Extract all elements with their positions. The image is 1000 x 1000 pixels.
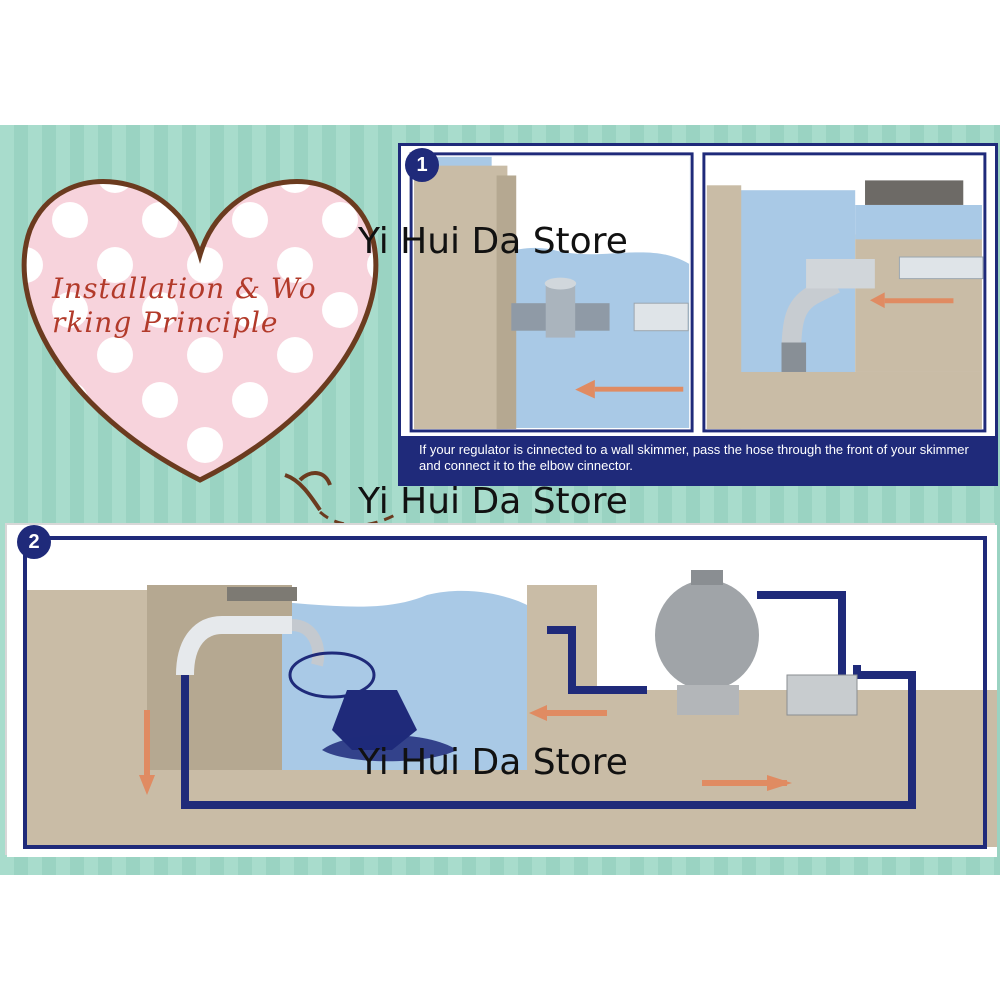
store-watermark: Yi Hui Da Store: [358, 742, 628, 783]
store-watermark: Yi Hui Da Store: [358, 221, 628, 262]
heart-title-text: Installation & Working Principle: [52, 272, 317, 339]
working-principle-step-2-panel: 2: [5, 523, 997, 857]
step-1-caption: If your regulator is cinnected to a wall…: [401, 436, 995, 486]
step-1-illustration: [409, 152, 987, 433]
step-2-badge: 2: [17, 525, 51, 559]
store-watermark: Yi Hui Da Store: [358, 481, 628, 522]
heart-title-badge: [0, 150, 400, 530]
installation-step-1-panel: 1 If your regulator is cinnected to a wa…: [398, 143, 998, 486]
step-2-illustration: [7, 525, 997, 857]
step-1-badge: 1: [405, 148, 439, 182]
heart-shape: [21, 179, 396, 527]
